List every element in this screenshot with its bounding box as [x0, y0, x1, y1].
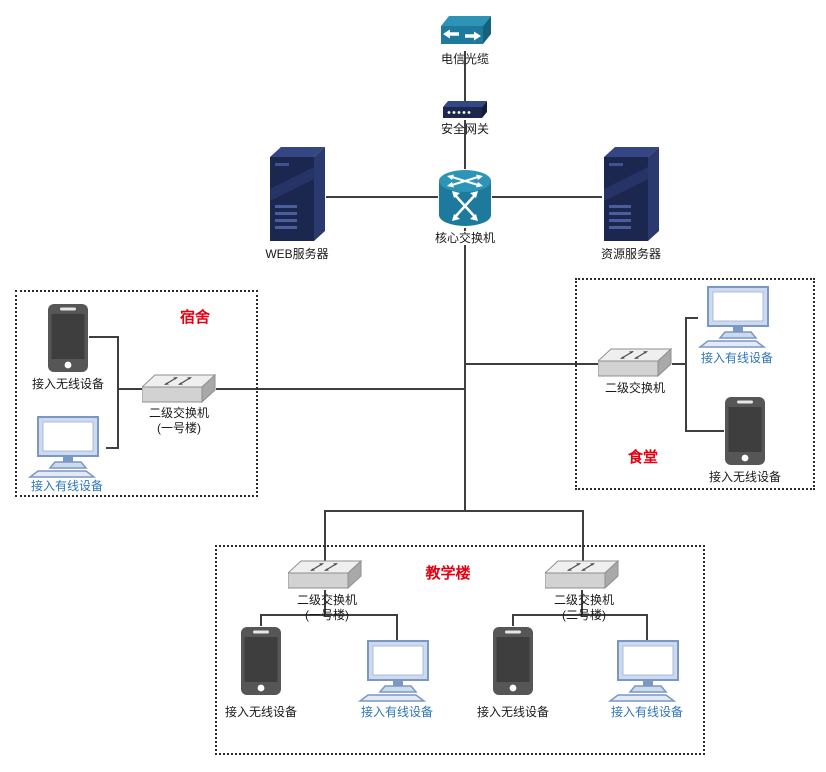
smartphone-icon [241, 627, 281, 695]
teaching-switch1-label-line2: (一号楼) [305, 608, 349, 622]
connector-line [324, 512, 326, 562]
canteen-zone-title: 食堂 [627, 449, 658, 466]
connector-line [324, 590, 326, 616]
resource-server-icon [604, 147, 659, 241]
dorm-switch-label-line2: (一号楼) [157, 421, 201, 435]
dorm-wireless-device-label: 接入无线设备 [31, 377, 104, 391]
connector-line [582, 512, 584, 562]
telecom-cable-label: 电信光缆 [440, 52, 489, 66]
teaching-wired-device2-label: 接入有线设备 [610, 705, 683, 719]
teaching-switch2-label-line2: (二号楼) [562, 608, 606, 622]
connector-line [581, 590, 583, 616]
switch-icon [598, 348, 672, 377]
connector-line [685, 317, 687, 432]
teaching-switch1-label: 二级交换机 (一号楼) [287, 593, 367, 623]
connector-line [216, 388, 466, 390]
connector-line [324, 510, 584, 512]
connector-line [117, 388, 142, 390]
smartphone-icon [48, 304, 88, 372]
teaching-switch2-label-line1: 二级交换机 [553, 593, 614, 607]
desktop-computer-icon [699, 286, 769, 348]
smartphone-icon [725, 397, 765, 465]
web-server-icon [270, 147, 325, 241]
connector-line [260, 614, 262, 626]
security-gateway-label: 安全网关 [440, 122, 489, 136]
teaching-zone-title: 教学楼 [425, 565, 471, 582]
connector-line [685, 317, 698, 319]
connector-line [512, 614, 514, 626]
connector-line [646, 614, 648, 640]
core-switch-label-text: 核心交换机 [432, 231, 497, 245]
connector-line [89, 336, 118, 338]
resource-server-label: 资源服务器 [600, 247, 661, 261]
connector-line [685, 430, 724, 432]
core-switch-icon [438, 168, 492, 228]
teaching-wired-device1-label: 接入有线设备 [360, 705, 433, 719]
canteen-switch-label: 二级交换机 [604, 381, 665, 395]
security-gateway-icon [443, 101, 487, 118]
connector-line [464, 120, 466, 169]
desktop-computer-icon [359, 640, 429, 702]
connector-line [464, 51, 466, 101]
connector-line [396, 614, 398, 640]
switch-icon [288, 560, 362, 589]
teaching-wireless-device2-label: 接入无线设备 [476, 705, 549, 719]
canteen-zone-box [575, 278, 815, 490]
connector-line [326, 196, 438, 198]
connector-line [106, 447, 119, 449]
connector-line [464, 363, 598, 365]
connector-line [117, 336, 119, 449]
switch-icon [142, 374, 216, 403]
telecom-cable-icon [441, 16, 491, 44]
dorm-switch-label-line1: 二级交换机 [148, 406, 209, 420]
teaching-wireless-device1-label: 接入无线设备 [224, 705, 297, 719]
canteen-wireless-device-label: 接入无线设备 [708, 470, 781, 484]
teaching-switch2-label: 二级交换机 (二号楼) [544, 593, 624, 623]
switch-icon [545, 560, 619, 589]
connector-line [464, 228, 466, 512]
connector-line [260, 614, 398, 616]
desktop-computer-icon [609, 640, 679, 702]
canteen-wired-device-label: 接入有线设备 [700, 351, 773, 365]
dorm-zone-box [15, 290, 258, 497]
connector-line [512, 614, 648, 616]
connector-line [492, 196, 602, 198]
teaching-zone-box [215, 545, 705, 755]
connector-line [672, 363, 687, 365]
dorm-wired-device-label: 接入有线设备 [30, 479, 103, 493]
dorm-switch-label: 二级交换机 (一号楼) [139, 406, 219, 436]
core-switch-label: 核心交换机 [415, 231, 515, 246]
web-server-label: WEB服务器 [265, 247, 329, 261]
smartphone-icon [493, 627, 533, 695]
teaching-switch1-label-line1: 二级交换机 [296, 593, 357, 607]
desktop-computer-icon [29, 416, 99, 478]
dorm-zone-title: 宿舍 [179, 309, 210, 326]
